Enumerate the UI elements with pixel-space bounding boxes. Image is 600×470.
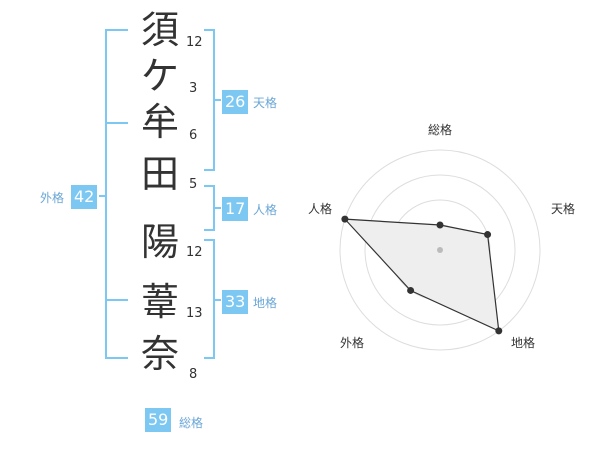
- radar-area: [343, 218, 500, 332]
- stroke-count-4: 5: [189, 177, 198, 192]
- name-char-5: 陽: [140, 220, 179, 264]
- name-char-6: 葦: [140, 280, 179, 324]
- stroke-count-3: 6: [189, 128, 198, 143]
- stroke-count-5: 12: [186, 245, 203, 260]
- gaikaku-label: 外格: [40, 191, 65, 205]
- soukaku-value: 59: [145, 408, 172, 432]
- radar-point-2: [495, 327, 503, 335]
- radar-points: [341, 215, 503, 335]
- name-char-7: 奈: [140, 332, 179, 376]
- jinkaku-value: 17: [222, 197, 249, 221]
- radar-center-dot: [437, 247, 443, 253]
- radar-ring: [364, 174, 516, 326]
- soukaku-label: 総格: [179, 416, 204, 430]
- radar-axis-label-gaikaku: 外格: [340, 336, 365, 350]
- name-char-1: 須: [140, 8, 179, 52]
- radar-point-3: [407, 286, 415, 294]
- name-char-4: 田: [140, 152, 179, 196]
- name-char-2: ケ: [140, 54, 179, 98]
- tenkaku-value: 26: [222, 90, 249, 114]
- gaikaku-bracket: [105, 29, 128, 359]
- radar-axis-label-jinkaku: 人格: [308, 202, 333, 216]
- stroke-count-2: 3: [189, 81, 198, 96]
- stroke-count-1: 12: [186, 35, 203, 50]
- stroke-count-6: 13: [186, 306, 203, 321]
- gaikaku-value: 42: [71, 185, 98, 209]
- radar-axis-label-soukaku: 総格: [428, 123, 453, 137]
- chikaku-value: 33: [222, 290, 249, 314]
- radar-ring: [339, 149, 541, 351]
- tenkaku-label: 天格: [253, 96, 278, 110]
- radar-axis-label-chikaku: 地格: [511, 336, 536, 350]
- radar-point-0: [436, 221, 444, 229]
- stroke-count-7: 8: [189, 367, 198, 382]
- radar-point-4: [341, 215, 349, 223]
- chikaku-label: 地格: [253, 296, 278, 310]
- jinkaku-label: 人格: [253, 203, 278, 217]
- radar-axis-label-tenkaku: 天格: [551, 202, 576, 216]
- name-char-3: 牟: [140, 100, 179, 144]
- radar-point-1: [484, 231, 492, 239]
